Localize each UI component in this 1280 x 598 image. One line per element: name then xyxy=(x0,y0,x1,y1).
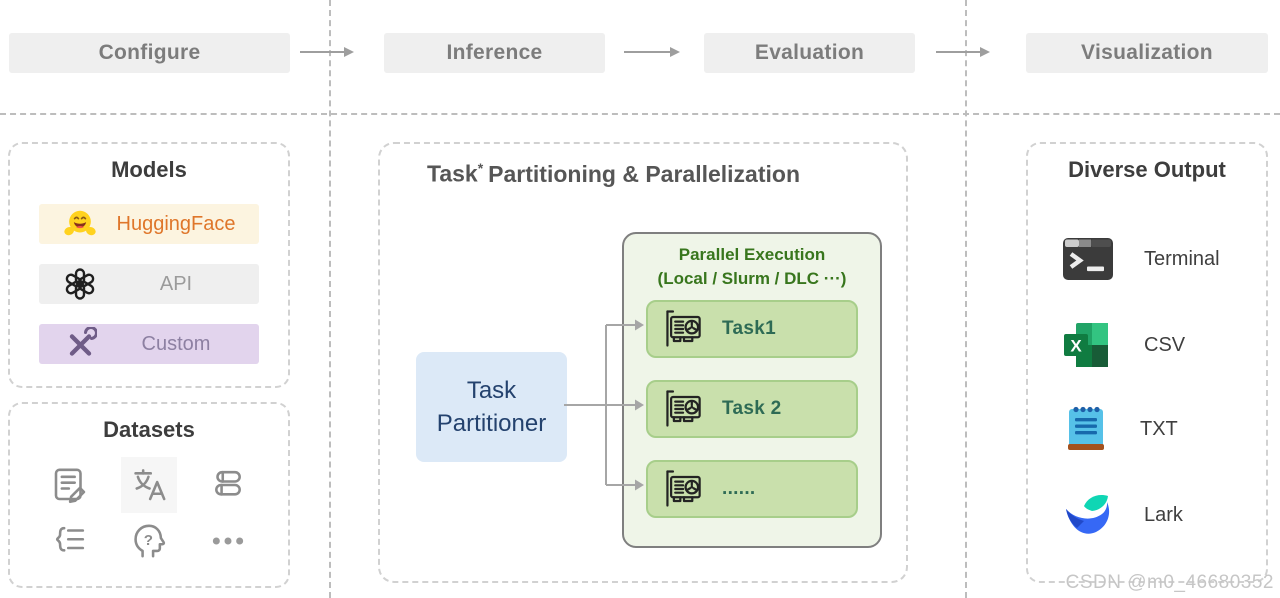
task-box-1: Task1 xyxy=(646,300,858,358)
brace-list-icon xyxy=(42,513,98,569)
watermark: CSDN @m0_46680352 xyxy=(1065,572,1274,593)
task-box-more: ...... xyxy=(646,460,858,518)
model-item-label: API xyxy=(159,272,193,295)
gpu-card-icon xyxy=(666,390,701,427)
output-item-label: TXT xyxy=(1140,417,1178,440)
output-item-lark: Lark xyxy=(1062,489,1183,541)
vertical-separator-right xyxy=(965,0,967,598)
output-title: Diverse Output xyxy=(1068,157,1226,182)
exam-paper-edit-icon xyxy=(42,457,98,513)
task-partitioner-line2: Partitioner xyxy=(436,410,547,437)
diverse-output-panel: Diverse Output Terminal X CSV xyxy=(1026,142,1268,583)
excel-icon: X xyxy=(1064,323,1108,367)
partition-branch-arrows-icon xyxy=(564,319,644,491)
flow-arrow-icon xyxy=(624,47,680,57)
output-item-label: Terminal xyxy=(1144,247,1220,270)
parallel-execution-title: Parallel Execution (Local / Slurm / DLC … xyxy=(657,245,847,288)
svg-text:X: X xyxy=(1070,337,1082,356)
dataset-icon-grid: ? xyxy=(30,457,268,569)
datasets-panel: Datasets xyxy=(8,402,290,588)
parallel-execution-box: Parallel Execution (Local / Slurm / DLC … xyxy=(622,232,882,548)
lark-icon xyxy=(1066,495,1110,534)
model-item-api: API xyxy=(39,264,259,304)
gpu-card-icon xyxy=(666,470,701,507)
terminal-icon xyxy=(1063,238,1113,280)
stage-visualization: Visualization xyxy=(1026,33,1268,73)
task-partitioner-box: Task Partitioner xyxy=(416,352,567,462)
task-box-2: Task 2 xyxy=(646,380,858,438)
ellipsis-icon xyxy=(200,513,256,569)
task-label: ...... xyxy=(722,478,756,499)
task-label: Task 2 xyxy=(722,398,782,419)
output-item-label: CSV xyxy=(1144,333,1186,356)
stage-inference: Inference xyxy=(384,33,605,73)
horizontal-separator xyxy=(0,113,1280,115)
pipeline-title: Task*Partitioning & Parallelization xyxy=(427,160,800,187)
task-label: Task1 xyxy=(722,318,776,339)
translate-icon xyxy=(120,457,177,513)
model-item-huggingface: HuggingFace xyxy=(39,204,259,244)
output-item-csv: X CSV xyxy=(1062,319,1185,371)
vertical-separator-left xyxy=(329,0,331,598)
notepad-icon xyxy=(1068,406,1104,450)
model-item-label: Custom xyxy=(141,332,211,355)
openai-icon xyxy=(65,268,95,300)
flow-arrow-icon xyxy=(936,47,990,57)
book-stack-icon xyxy=(200,457,256,513)
svg-text:?: ? xyxy=(144,532,153,549)
task-partitioner-line1: Task xyxy=(466,376,517,404)
output-item-terminal: Terminal xyxy=(1062,233,1220,285)
models-title: Models xyxy=(111,157,187,182)
output-item-txt: TXT xyxy=(1062,403,1178,455)
gpu-card-icon xyxy=(666,310,701,347)
stage-configure: Configure xyxy=(9,33,290,73)
knowledge-head-icon: ? xyxy=(121,513,177,569)
flow-arrow-icon xyxy=(300,47,354,57)
task-partitioning-panel: Task*Partitioning & Parallelization Task… xyxy=(378,142,908,583)
huggingface-icon xyxy=(64,210,96,236)
crossed-tools-icon xyxy=(69,327,97,356)
output-item-label: Lark xyxy=(1144,503,1183,526)
stage-evaluation: Evaluation xyxy=(704,33,915,73)
datasets-title: Datasets xyxy=(103,417,195,442)
models-panel: Models HuggingFace xyxy=(8,142,290,388)
model-item-label: HuggingFace xyxy=(116,212,236,235)
model-item-custom: Custom xyxy=(39,324,259,364)
